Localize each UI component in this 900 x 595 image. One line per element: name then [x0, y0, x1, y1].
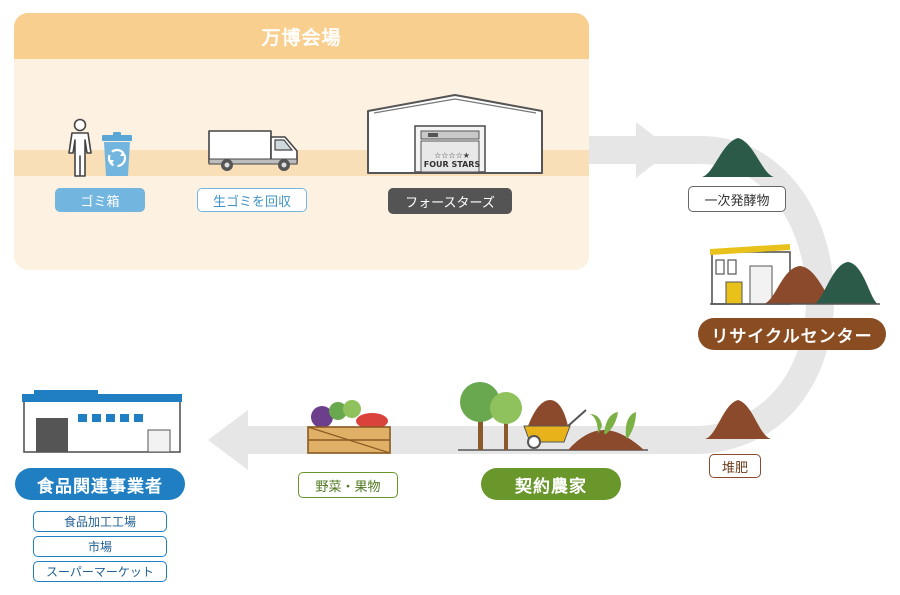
label-contract-farmers: 契約農家 — [481, 468, 621, 500]
flow-arrow-head-right — [636, 122, 672, 178]
recycle-bin-icon — [102, 132, 132, 176]
label-collect-waste: 生ゴミを回収 — [197, 188, 307, 212]
ferment-mound-icon — [702, 138, 774, 177]
recycle-center-building-icon — [710, 244, 880, 305]
venue-title: 万博会場 — [14, 13, 589, 59]
label-trash-bin: ゴミ箱 — [55, 188, 145, 212]
label-compost: 堆肥 — [709, 454, 761, 478]
facility-sign-stars: ☆☆☆☆★ — [434, 151, 470, 160]
person-icon — [68, 118, 92, 177]
farm-scene-icon — [458, 382, 648, 451]
outlet-item: 食品加工工場 — [33, 511, 167, 532]
flow-arrow-head-left — [208, 410, 248, 470]
outlet-item: スーパーマーケット — [33, 561, 167, 582]
label-recycle-center: リサイクルセンター — [698, 318, 886, 350]
label-primary-ferment: 一次発酵物 — [688, 186, 786, 212]
facility-sign-text: FOUR STARS — [423, 160, 481, 169]
compost-mound-icon — [705, 400, 771, 439]
facility-building-icon — [367, 94, 543, 174]
label-four-stars: フォースターズ — [388, 188, 512, 214]
vegetable-crate-icon — [307, 400, 391, 454]
truck-icon — [208, 130, 298, 171]
outlet-item: 市場 — [33, 536, 167, 557]
label-produce: 野菜・果物 — [298, 472, 398, 498]
label-food-business: 食品関連事業者 — [15, 468, 185, 500]
food-business-building-icon — [22, 390, 182, 453]
